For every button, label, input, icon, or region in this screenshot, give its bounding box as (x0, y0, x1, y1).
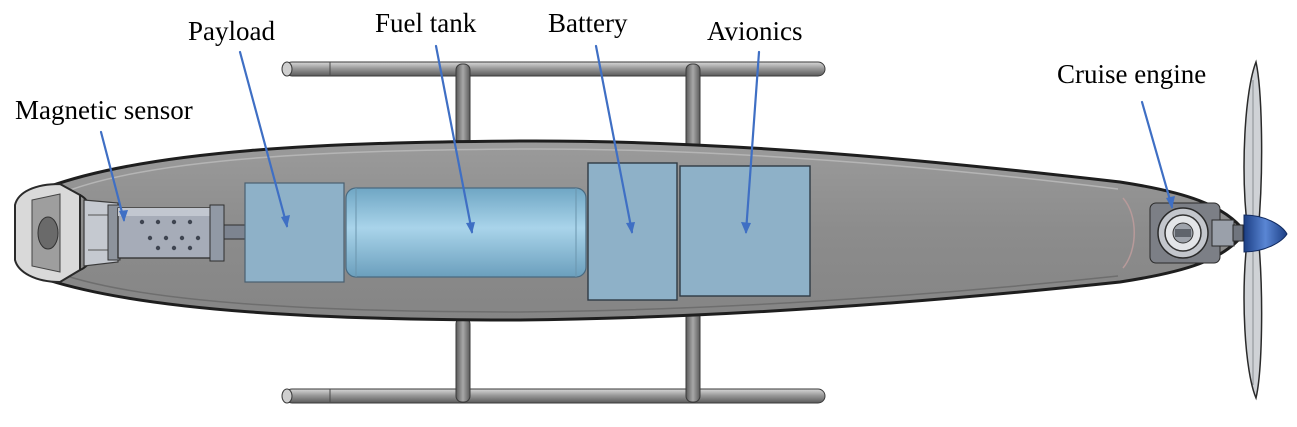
label-avionics: Avionics (707, 16, 803, 46)
leader-battery (594, 44, 634, 234)
leader-cruise-engine (1140, 100, 1174, 209)
spinner (1243, 214, 1288, 253)
leader-payload (238, 50, 289, 228)
leader-magnetic-sensor (99, 130, 126, 222)
magnetic-sensor-unit (83, 199, 247, 267)
top-rail (281, 61, 826, 77)
cruise-engine-unit (1149, 202, 1244, 264)
label-magnetic-sensor: Magnetic sensor (15, 95, 193, 125)
fuel-tank-cylinder (345, 187, 587, 278)
leader-avionics (744, 50, 761, 234)
label-fuel-tank: Fuel tank (375, 8, 477, 38)
rail-struts (455, 63, 701, 403)
bottom-rail (281, 388, 826, 404)
label-battery: Battery (548, 8, 628, 38)
propeller (1243, 59, 1263, 401)
label-payload: Payload (188, 16, 275, 46)
leader-lines (99, 44, 1174, 234)
label-cruise-engine: Cruise engine (1057, 59, 1207, 89)
payload-box (244, 182, 345, 283)
leader-fuel-tank (434, 44, 474, 234)
